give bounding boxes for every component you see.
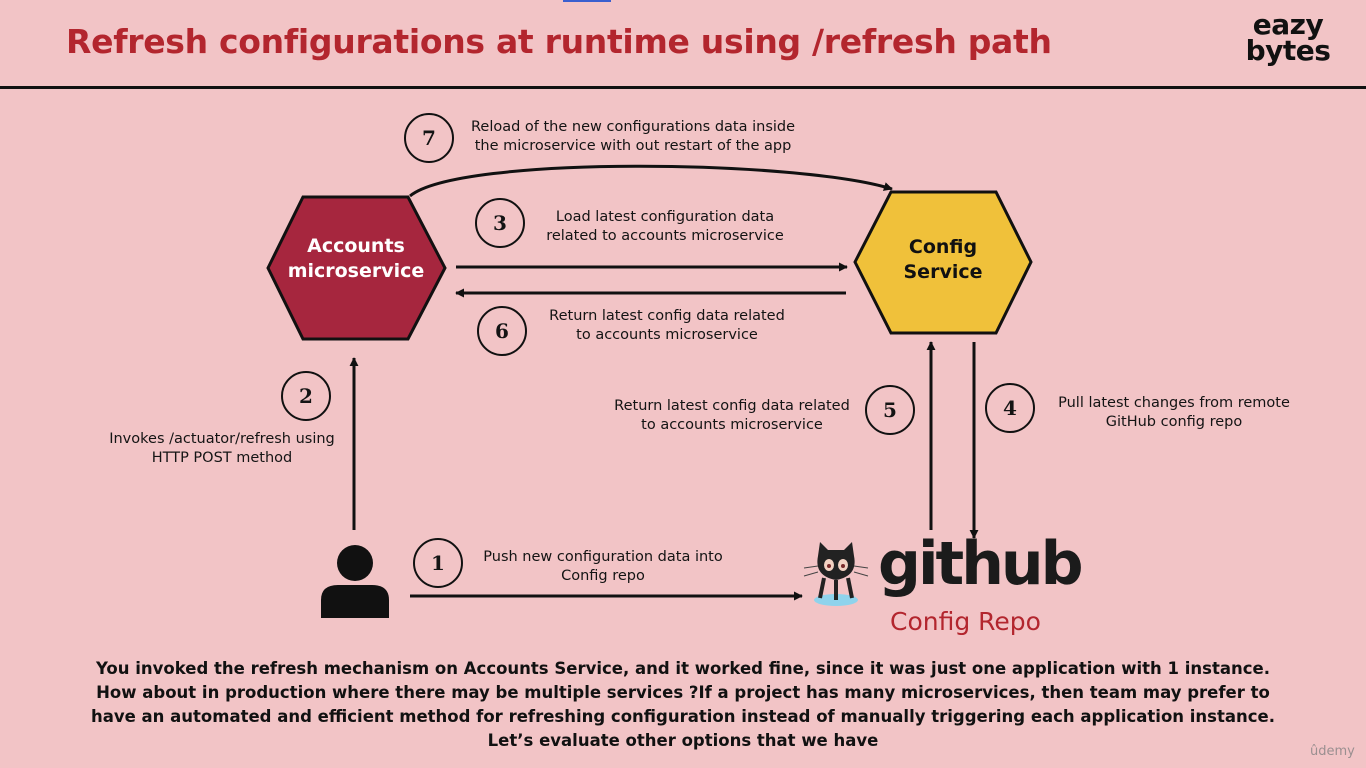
- step-7-line-1: Reload of the new configurations data in…: [470, 119, 796, 135]
- step-badge-2: 2: [281, 371, 331, 421]
- step-2-line-2: HTTP POST method: [151, 450, 293, 466]
- step-label-7: Reload of the new configurations data in…: [450, 118, 816, 156]
- logo-line-1: eazy: [1252, 8, 1324, 41]
- header-divider: [0, 86, 1366, 89]
- step-label-3: Load latest configuration data related t…: [530, 208, 800, 246]
- step-number: 7: [422, 126, 436, 150]
- slide-title: Refresh configurations at runtime using …: [66, 22, 1052, 61]
- step-number: 2: [299, 384, 313, 408]
- step-badge-6: 6: [477, 306, 527, 356]
- step-1-line-1: Push new configuration data into: [483, 549, 723, 565]
- config-repo-label: Config Repo: [890, 607, 1041, 636]
- step-label-2: Invokes /actuator/refresh using HTTP POS…: [92, 430, 352, 468]
- config-line-1: Config: [908, 236, 978, 258]
- step-number: 1: [431, 551, 445, 575]
- top-accent-bar: [563, 0, 611, 2]
- logo-line-2: bytes: [1245, 34, 1331, 67]
- config-service-hexagon: [853, 190, 1033, 335]
- step-label-5: Return latest config data related to acc…: [597, 397, 867, 435]
- octocat-icon: [803, 542, 869, 606]
- step-number: 6: [495, 319, 509, 343]
- udemy-watermark: ûdemy: [1310, 744, 1355, 759]
- config-service-label: Config Service: [857, 235, 1029, 285]
- step-badge-7: 7: [404, 113, 454, 163]
- step-number: 4: [1003, 396, 1017, 420]
- step-7-line-2: the microservice with out restart of the…: [474, 138, 792, 154]
- step-badge-1: 1: [413, 538, 463, 588]
- step-3-line-2: related to accounts microservice: [546, 228, 784, 244]
- step-number: 3: [493, 211, 507, 235]
- step-4-line-1: Pull latest changes from remote: [1058, 395, 1290, 411]
- step-label-1: Push new configuration data into Config …: [463, 548, 743, 586]
- step-6-line-1: Return latest config data related: [549, 308, 785, 324]
- step-badge-3: 3: [475, 198, 525, 248]
- step-4-line-2: GitHub config repo: [1105, 414, 1243, 430]
- eazybytes-logo: eazy bytes: [1236, 8, 1340, 67]
- config-line-2: Service: [903, 261, 983, 283]
- step-badge-5: 5: [865, 385, 915, 435]
- github-wordmark: github: [878, 529, 1084, 599]
- arrow-step-7-reload: [409, 164, 893, 198]
- step-6-line-2: to accounts microservice: [576, 327, 758, 343]
- summary-note: You invoked the refresh mechanism on Acc…: [90, 659, 1276, 750]
- step-badge-4: 4: [985, 383, 1035, 433]
- step-number: 5: [883, 398, 897, 422]
- accounts-line-2: microservice: [287, 260, 425, 282]
- step-label-6: Return latest config data related to acc…: [532, 307, 802, 345]
- accounts-microservice-hexagon: [266, 195, 447, 341]
- step-5-line-2: to accounts microservice: [641, 417, 823, 433]
- step-1-line-2: Config repo: [561, 568, 645, 584]
- step-2-line-1: Invokes /actuator/refresh using: [109, 431, 335, 447]
- step-label-4: Pull latest changes from remote GitHub c…: [1040, 394, 1308, 432]
- accounts-line-1: Accounts: [307, 235, 405, 257]
- step-3-line-1: Load latest configuration data: [555, 209, 775, 225]
- accounts-microservice-label: Accounts microservice: [270, 234, 442, 284]
- step-5-line-1: Return latest config data related: [614, 398, 850, 414]
- user-icon: [321, 545, 389, 618]
